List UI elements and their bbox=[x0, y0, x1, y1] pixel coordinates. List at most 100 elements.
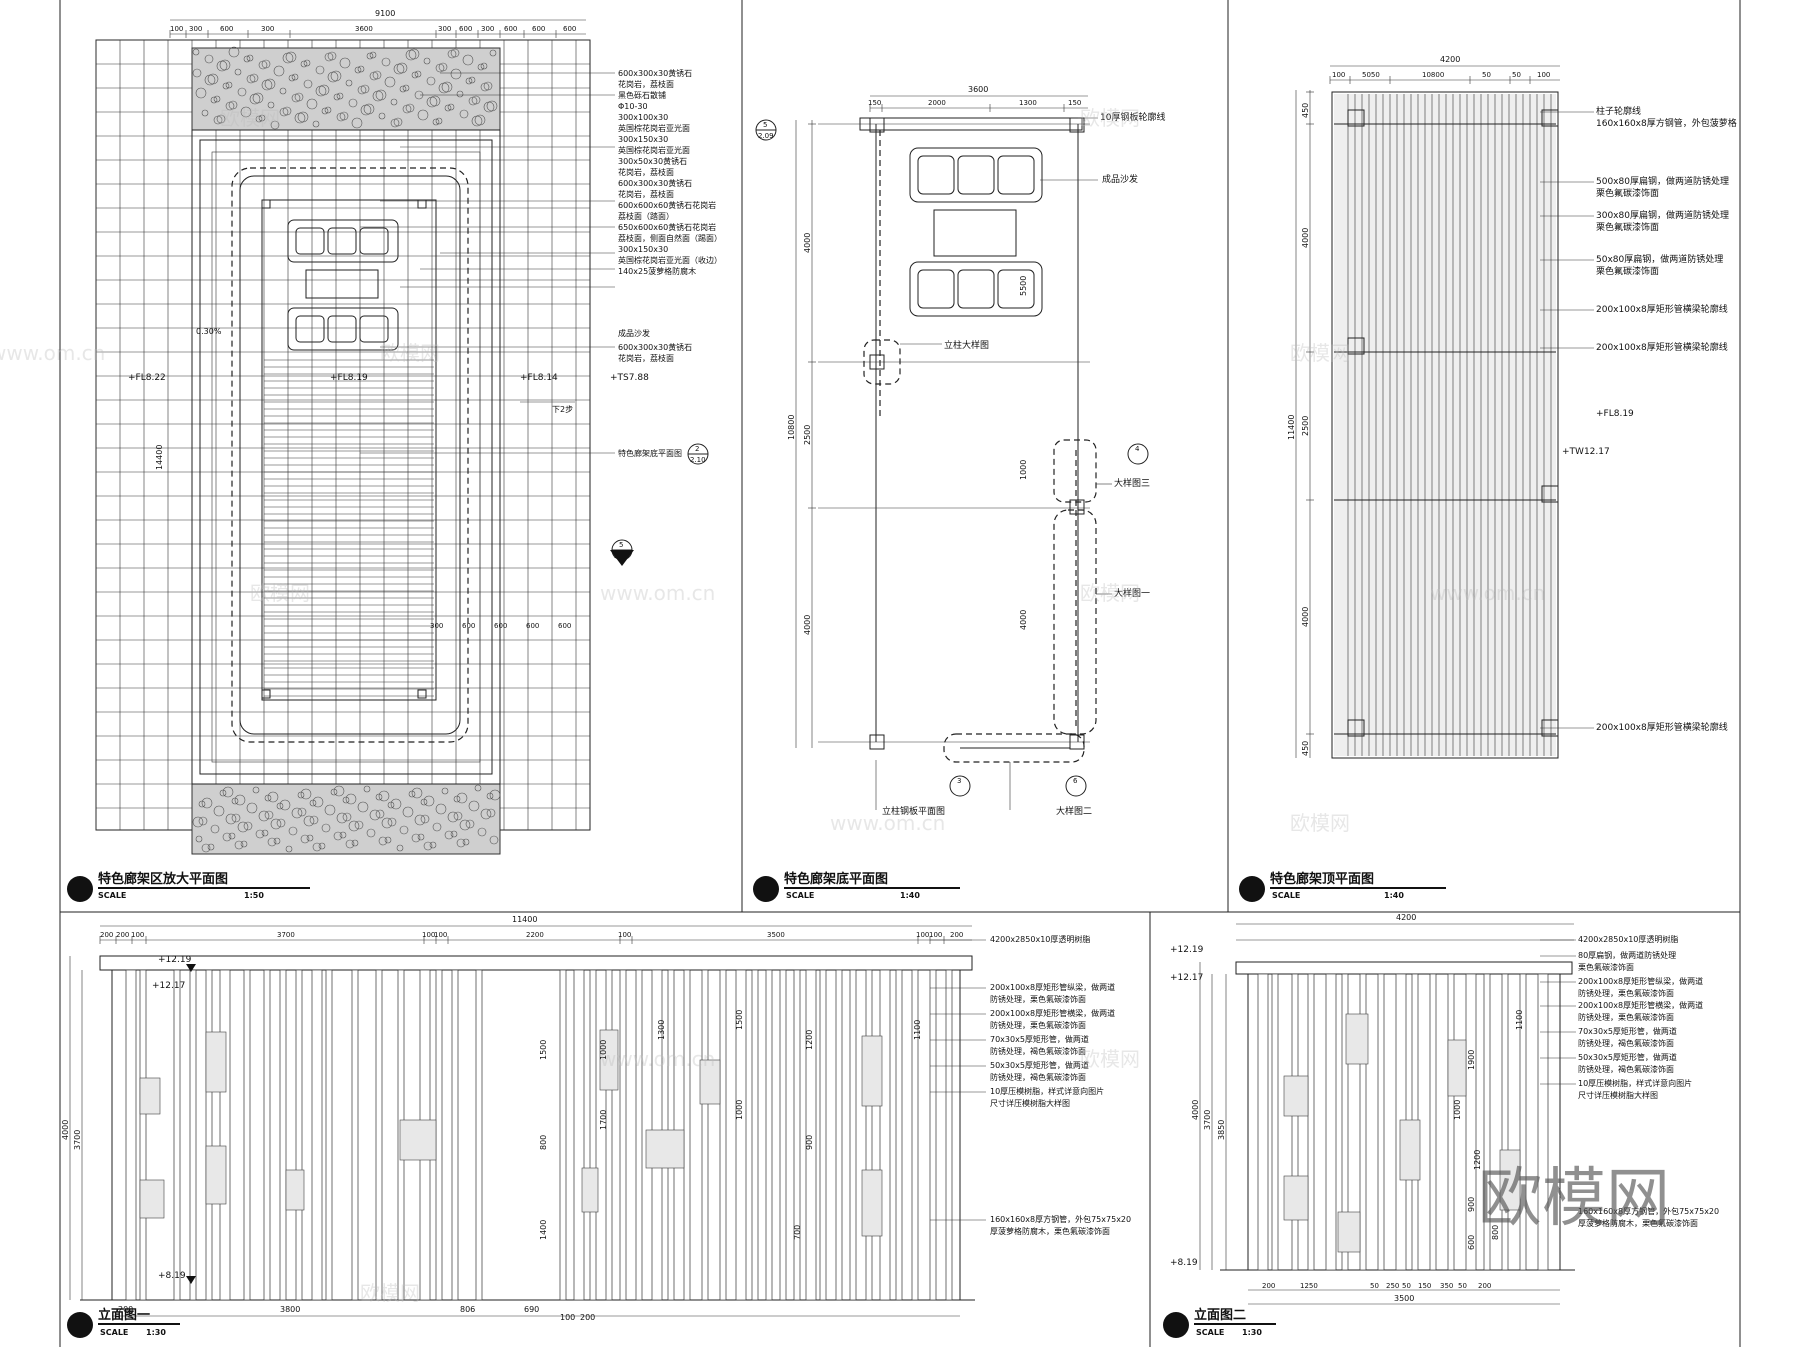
p2-total-dim: 3600 bbox=[968, 85, 988, 94]
p1-callouts: 600x300x30黄锈石花岗岩，荔枝面黑色砾石散铺Φ10-30300x100x… bbox=[360, 68, 722, 458]
p4-bottom-dim: 806 bbox=[460, 1305, 475, 1314]
p5-callout: 厚菠萝格防腐木，栗色氟碳漆饰面 bbox=[1578, 1218, 1698, 1228]
p5-bottom-dim: 50 bbox=[1458, 1282, 1467, 1290]
p4-inner-dim: 800 bbox=[539, 1135, 548, 1150]
sofa-top bbox=[287, 219, 399, 263]
p1-top-dim: 100 bbox=[170, 25, 183, 33]
p1-callout: 600x300x30黄锈石 bbox=[618, 342, 692, 352]
p4-callout: 160x160x8厚方钢管，外包75x75x20 bbox=[990, 1214, 1131, 1224]
elevation-two-bars bbox=[1257, 973, 1549, 1271]
p3-callout: 300x80厚扁钢，做两道防锈处理 bbox=[1596, 209, 1729, 221]
p1-bottom-dim: 600 bbox=[462, 622, 475, 630]
watermark-8: 欧模网 bbox=[1080, 1047, 1140, 1071]
p5-bottom-dim: 50 bbox=[1402, 1282, 1411, 1290]
p3-side-dim: 2500 bbox=[1301, 416, 1310, 436]
p4-callout: 200x100x8厚矩形管横梁，做两道 bbox=[990, 1008, 1115, 1018]
p1-elev-2: +FL8.19 bbox=[330, 373, 368, 383]
p2-total-side: 10800 bbox=[787, 415, 796, 440]
roof-panel-texture bbox=[1334, 94, 1556, 756]
title-dot-5 bbox=[1163, 1312, 1189, 1338]
p5-inner-dim: 1100 bbox=[1515, 1010, 1524, 1030]
p1-top-dim: 300 bbox=[481, 25, 494, 33]
p1-scale-value: 1:50 bbox=[244, 891, 264, 900]
p3-scale-label: SCALE bbox=[1272, 891, 1300, 900]
p4-inner-dim: 900 bbox=[805, 1135, 814, 1150]
p4-callout: 4200x2850x10厚透明树脂 bbox=[990, 934, 1090, 944]
p5-inner-dim: 1900 bbox=[1467, 1050, 1476, 1070]
p3-callout: 栗色氟碳漆饰面 bbox=[1596, 221, 1659, 233]
p3-total-dim: 4200 bbox=[1440, 55, 1460, 64]
p1-bottom-dim: 600 bbox=[558, 622, 571, 630]
p1-top-dim: 600 bbox=[220, 25, 233, 33]
elevation-two-panel: 4200 +12.19 +12.17 +8.19 4000 3700 3850 … bbox=[1163, 913, 1719, 1338]
watermark-1: 欧模网 bbox=[220, 106, 280, 130]
p3-scale-value: 1:40 bbox=[1384, 891, 1404, 900]
p1-callout: 300x150x30 bbox=[618, 245, 668, 254]
p4-callout: 10厚压模树脂，样式详意向图片 bbox=[990, 1086, 1104, 1096]
p1-callout: 花岗岩，荔枝面 bbox=[618, 167, 674, 177]
p1-bottom-dim: 600 bbox=[494, 622, 507, 630]
watermark-5: 欧模网 bbox=[250, 581, 310, 605]
p4-callout: 尺寸详压模树脂大样图 bbox=[990, 1098, 1070, 1108]
p3-elev-1: +FL8.19 bbox=[1596, 409, 1634, 419]
watermark-url-3: www.om.cn bbox=[600, 1047, 715, 1071]
p5-callout: 防锈处理，褐色氟碳漆饰面 bbox=[1578, 1038, 1674, 1048]
p3-callout: 栗色氟碳漆饰面 bbox=[1596, 265, 1659, 277]
p4-scale-value: 1:30 bbox=[146, 1328, 166, 1337]
section-marker-6: 6 bbox=[1065, 775, 1087, 797]
sofa-bottom bbox=[287, 307, 399, 351]
p1-title: 特色廊架区放大平面图 bbox=[98, 871, 228, 887]
p3-callout: 栗色氟碳漆饰面 bbox=[1596, 187, 1659, 199]
watermark-logo: 欧模网 bbox=[1478, 1162, 1670, 1236]
p4-top-dim: 200 bbox=[950, 931, 963, 939]
panel-frames bbox=[59, 0, 1741, 1347]
p4-callout: 70x30x5厚矩形管，做两道 bbox=[990, 1034, 1089, 1044]
p1-total-dim: 9100 bbox=[375, 9, 395, 18]
tile-grid bbox=[95, 39, 590, 830]
svg-text:6: 6 bbox=[1073, 777, 1078, 785]
p4-inner-dim: 1200 bbox=[805, 1030, 814, 1050]
p4-top-dim: 200 bbox=[116, 931, 129, 939]
p4-bottom-dim: 100 bbox=[560, 1313, 575, 1322]
title-dot-2 bbox=[753, 876, 779, 902]
p1-top-dim: 600 bbox=[459, 25, 472, 33]
p5-callouts: 4200x2850x10厚透明树脂80厚扁钢，做两道防锈处理栗色氟碳漆饰面200… bbox=[1540, 934, 1719, 1228]
timber-deck-slats bbox=[264, 359, 434, 697]
title-dot-4 bbox=[67, 1312, 93, 1338]
p5-bottom-dim: 150 bbox=[1418, 1282, 1431, 1290]
p2-side-dim: 2500 bbox=[803, 425, 812, 445]
watermark-url-5: www.om.cn bbox=[830, 811, 945, 835]
p1-top-dim: 300 bbox=[189, 25, 202, 33]
p5-callout: 10厚压模树脂，样式详意向图片 bbox=[1578, 1078, 1692, 1088]
p3-side-dim: 4000 bbox=[1301, 607, 1310, 627]
p2-scale-label: SCALE bbox=[786, 891, 814, 900]
watermark-7: 欧模网 bbox=[1290, 811, 1350, 835]
p2-top-dim: 150 bbox=[1068, 99, 1081, 107]
p1-callout: 黑色砾石散铺 bbox=[618, 90, 666, 100]
p2-callout: 立柱钢板平面图 bbox=[882, 805, 945, 817]
p3-side-dim: 450 bbox=[1301, 103, 1310, 118]
p3-callout: 柱子轮廓线 bbox=[1596, 105, 1641, 117]
p1-callout: 英国棕花岗岩亚光面 bbox=[618, 145, 690, 155]
p5-callout: 防锈处理，褐色氟碳漆饰面 bbox=[1578, 1064, 1674, 1074]
p3-top-dim: 50 bbox=[1482, 71, 1491, 79]
p3-callout: 50x80厚扁钢，做两道防锈处理 bbox=[1596, 253, 1723, 265]
coffee-table-base bbox=[933, 209, 1017, 257]
p4-callout: 厚菠萝格防腐木，栗色氟碳漆饰面 bbox=[990, 1226, 1110, 1236]
p1-top-dim: 3600 bbox=[355, 25, 373, 33]
p4-inner-dim: 1100 bbox=[913, 1020, 922, 1040]
p4-bottom-dim: 3800 bbox=[280, 1305, 300, 1314]
p5-callout: 80厚扁钢，做两道防锈处理 bbox=[1578, 950, 1676, 960]
p5-inner-dim: 1200 bbox=[1473, 1150, 1482, 1170]
watermark-3: 欧模网 bbox=[1080, 106, 1140, 130]
